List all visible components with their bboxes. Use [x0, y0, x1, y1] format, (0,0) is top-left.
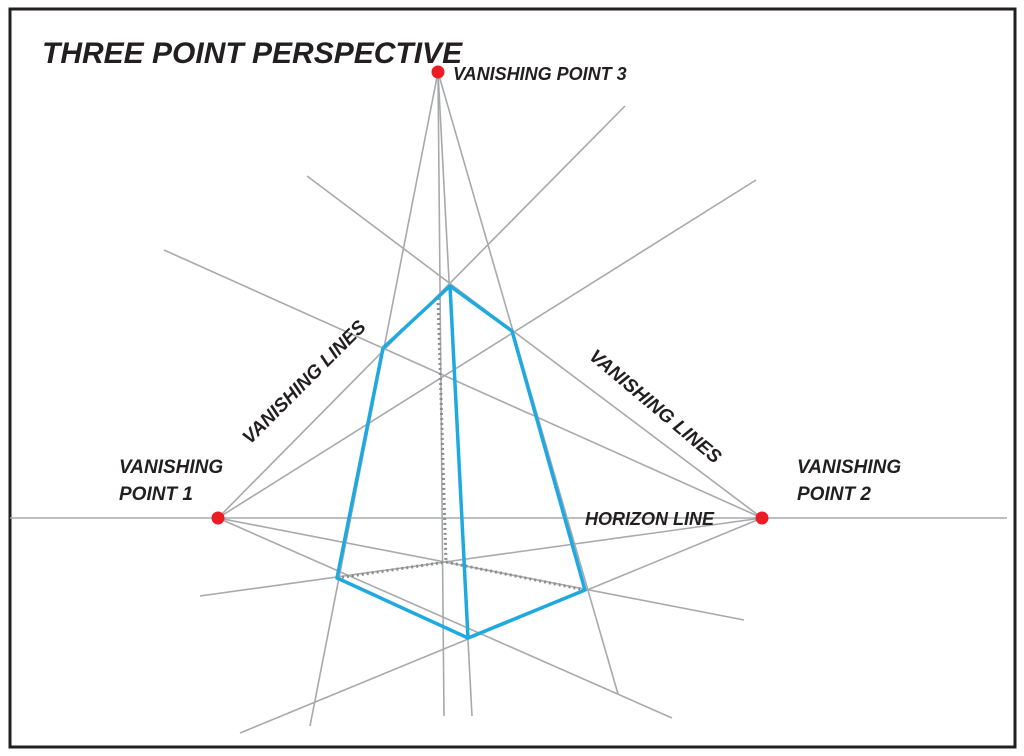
- vanishing-point-2-label-line2: POINT 2: [797, 484, 871, 505]
- horizon-line-label: HORIZON LINE: [585, 509, 715, 529]
- vp1-line-lower: [217, 517, 673, 719]
- hidden-base-edge-right: [445, 560, 586, 592]
- vp1-line-upper-2: [217, 179, 757, 519]
- vp2-line-upper: [306, 175, 763, 519]
- vanishing-point-1-label-line2: POINT 1: [119, 484, 193, 505]
- hidden-base-edge-left: [336, 560, 447, 580]
- vanishing-point-2-label-line1: VANISHING: [797, 457, 901, 478]
- vp2-line-lower-2: [199, 517, 763, 597]
- hidden-edges: [336, 297, 586, 592]
- diagram-title: THREE POINT PERSPECTIVE: [42, 37, 463, 70]
- frame-border: [8, 7, 1017, 749]
- vanishing-point-1-dot: [211, 511, 225, 525]
- vp2-line-upper-2: [163, 249, 763, 519]
- object-front-edge: [448, 285, 470, 639]
- vanishing-point-2-dot: [755, 511, 769, 525]
- vanishing-point-3-dot: [431, 65, 445, 79]
- vanishing-point-1-label-line1: VANISHING: [119, 457, 223, 478]
- vanishing-point-3-label: VANISHING POINT 3: [453, 64, 627, 84]
- hidden-vertical-edge: [436, 297, 448, 563]
- object-edges: [335, 284, 587, 640]
